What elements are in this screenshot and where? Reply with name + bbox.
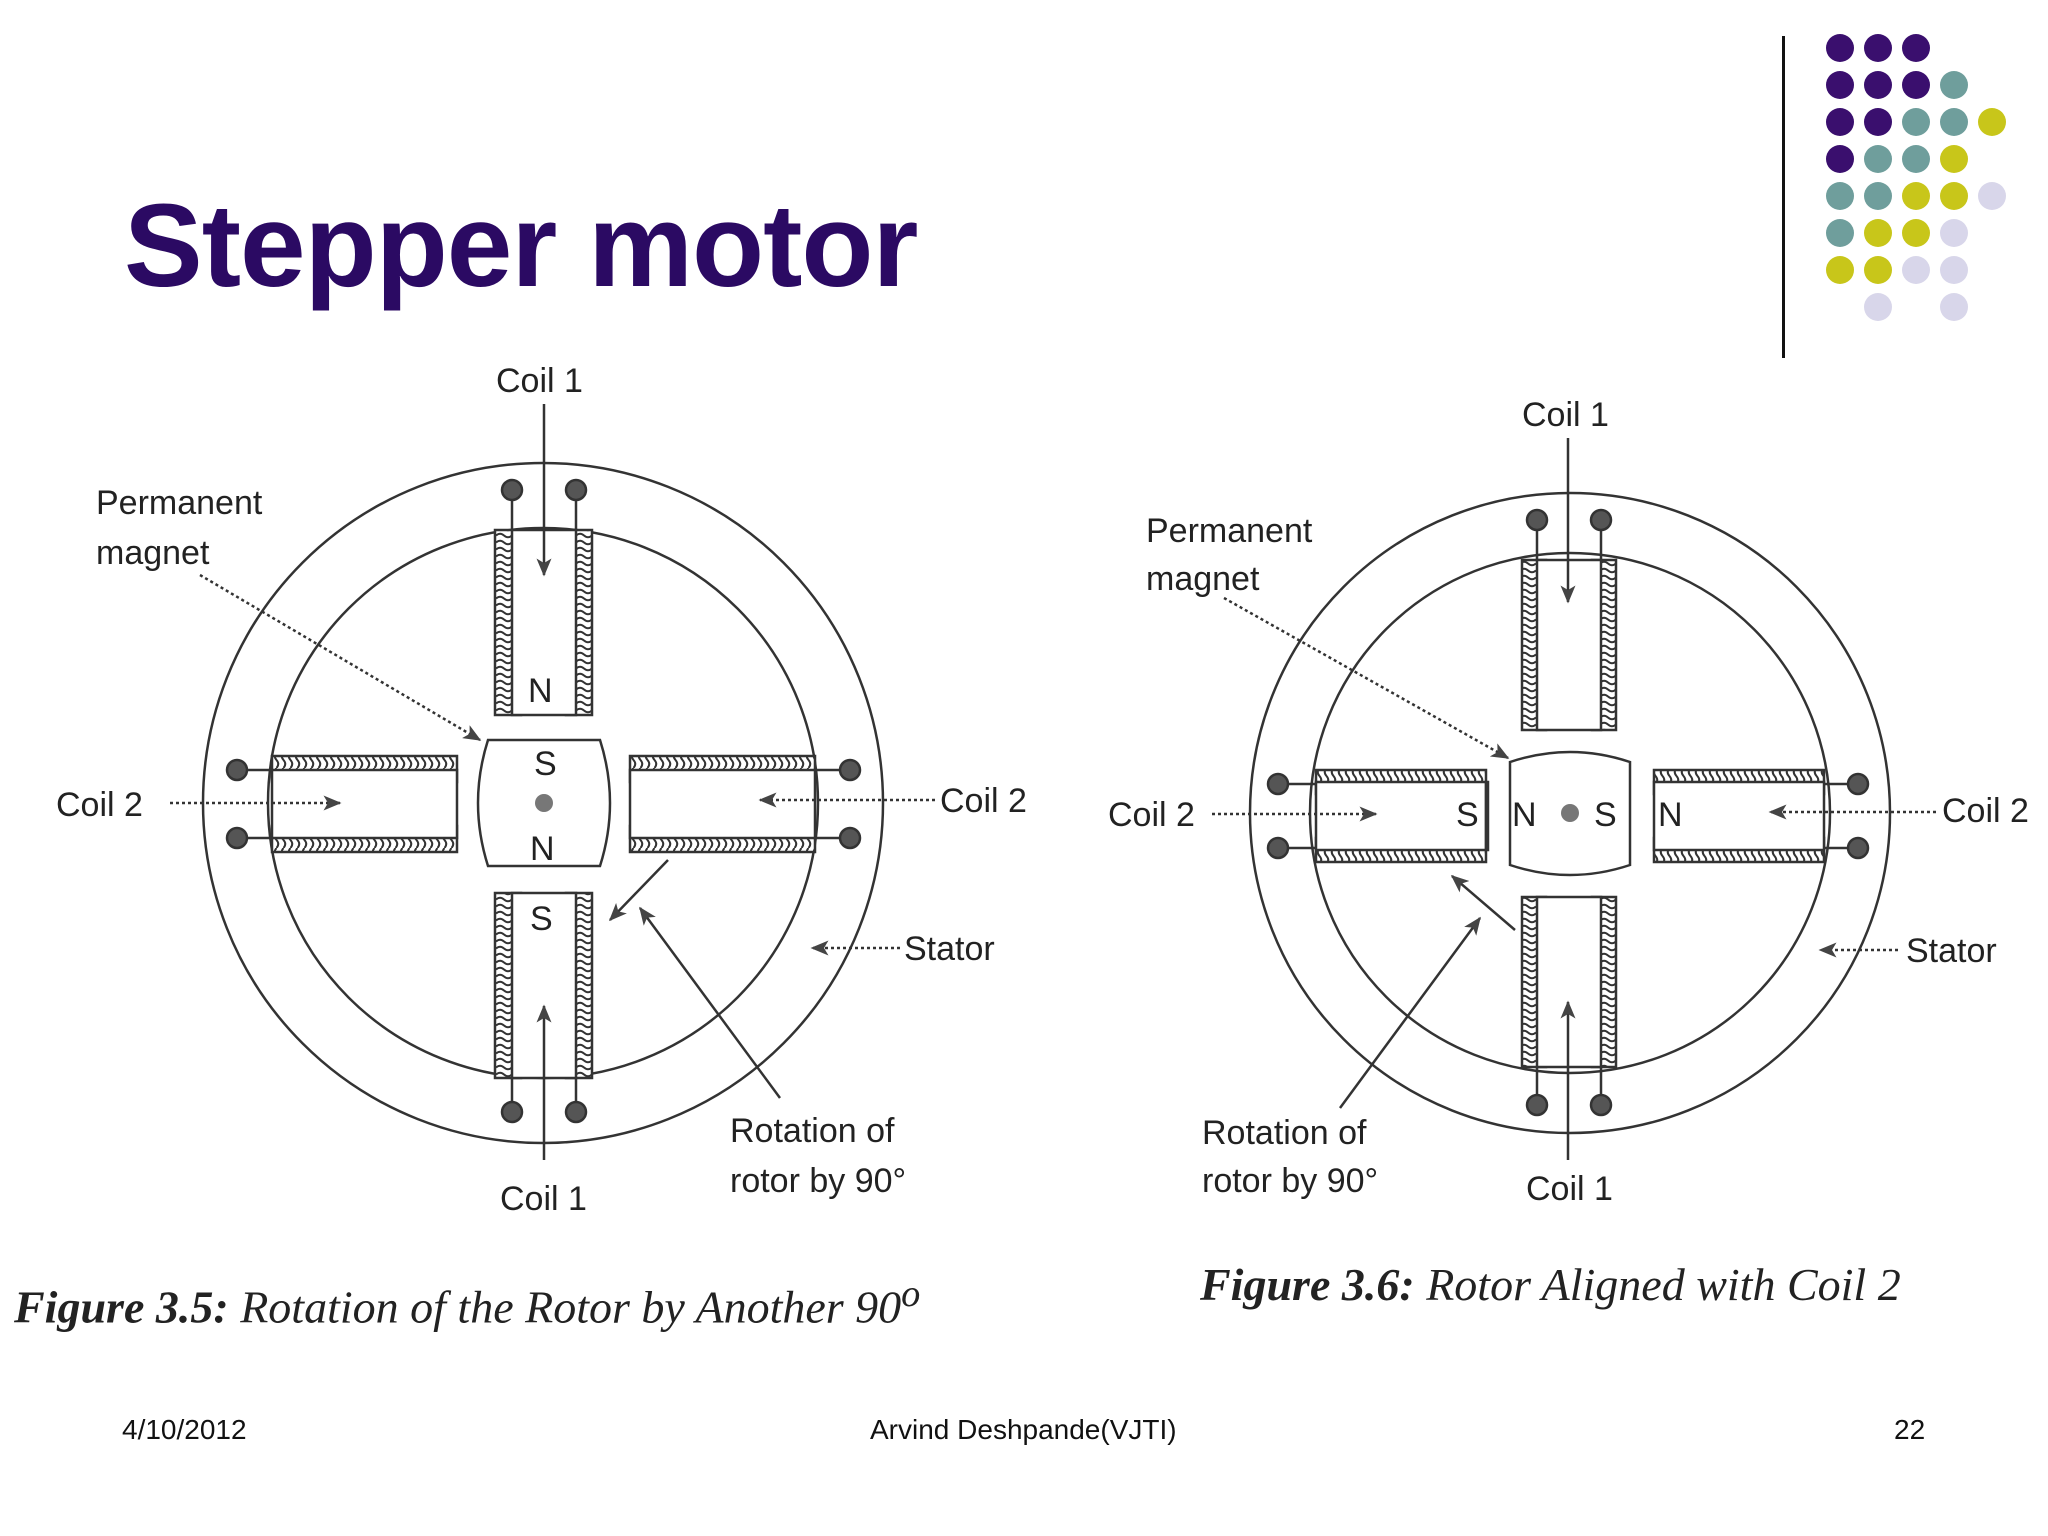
footer-page-number: 22 [1894, 1414, 1926, 1445]
decorative-dot [1902, 108, 1930, 136]
right-coil [628, 754, 862, 854]
figure-3-5-caption: Figure 3.5: Rotation of the Rotor by Ano… [14, 1272, 920, 1333]
rotor-pole-bottom: N [530, 830, 555, 868]
decorative-dot [1902, 182, 1930, 210]
rotor-pole-top: S [534, 745, 557, 783]
label-permanent: Permanent [96, 484, 263, 522]
label-coil1-top: Coil 1 [1522, 396, 1609, 434]
decorative-dot [1864, 145, 1892, 173]
decorative-dot [1826, 145, 1854, 173]
decorative-dot [1864, 293, 1892, 321]
left-coil [1266, 768, 1490, 864]
pole-left-coil: S [1456, 796, 1479, 834]
decorative-dot [1902, 71, 1930, 99]
decorative-dot [1940, 71, 1968, 99]
decorative-dot [1864, 182, 1892, 210]
footer-author: Arvind Deshpande(VJTI) [870, 1414, 1177, 1445]
figure-3-5 [170, 404, 935, 1160]
label-rotation-angle: rotor by 90° [730, 1162, 906, 1200]
caption-text: Rotor Aligned with Coil 2 [1426, 1259, 1901, 1310]
caption-prefix: Figure 3.5: [14, 1281, 229, 1333]
decorative-dot [1940, 145, 1968, 173]
right-coil [1652, 768, 1870, 864]
rotor-shaft [535, 794, 553, 812]
label-rotation: Rotation of [730, 1112, 895, 1150]
decorative-dot [1902, 219, 1930, 247]
decorative-dot [1826, 182, 1854, 210]
decorative-dot [1940, 108, 1968, 136]
rotor-pole-left: N [1512, 796, 1537, 834]
label-coil2-right: Coil 2 [940, 782, 1027, 820]
slide-title: Stepper motor [124, 180, 918, 312]
decorative-dot [1978, 182, 2006, 210]
decorative-dot [1864, 34, 1892, 62]
label-rotation-angle: rotor by 90° [1202, 1162, 1378, 1200]
label-magnet: magnet [96, 534, 210, 572]
label-coil2-left: Coil 2 [1108, 796, 1195, 834]
pole-right-coil: N [1658, 796, 1683, 834]
label-coil1-top: Coil 1 [496, 362, 583, 400]
pole-top-coil: N [528, 672, 553, 710]
decorative-dot [1826, 71, 1854, 99]
label-rotation: Rotation of [1202, 1114, 1367, 1152]
decorative-dot [1940, 256, 1968, 284]
label-coil1-bottom: Coil 1 [500, 1180, 587, 1218]
decorative-dot-grid [1826, 34, 2006, 321]
decorative-dot [1902, 256, 1930, 284]
label-magnet: magnet [1146, 560, 1260, 598]
figure-3-5-labels: Coil 1 Coil 1 Coil 2 Coil 2 Permanent ma… [56, 362, 1027, 1218]
decorative-dot [1826, 256, 1854, 284]
decorative-dot [1940, 182, 1968, 210]
rotor-pole-right: S [1594, 796, 1617, 834]
decorative-dot [1826, 219, 1854, 247]
decorative-dot [1978, 108, 2006, 136]
decorative-dot [1826, 34, 1854, 62]
decorative-dot [1864, 71, 1892, 99]
rotor-shaft [1561, 804, 1579, 822]
decorative-dot [1864, 219, 1892, 247]
footer-date: 4/10/2012 [122, 1414, 247, 1445]
label-coil2-right: Coil 2 [1942, 792, 2029, 830]
decorative-dot [1864, 256, 1892, 284]
label-stator: Stator [904, 930, 995, 968]
decorative-dot [1902, 145, 1930, 173]
bottom-coil [493, 891, 594, 1124]
label-coil1-bottom: Coil 1 [1526, 1170, 1613, 1208]
figure-3-6-labels: Coil 1 Coil 1 Coil 2 Coil 2 Permanent ma… [1108, 396, 2029, 1208]
label-permanent: Permanent [1146, 512, 1313, 550]
caption-text: Rotation of the Rotor by Another 90 [240, 1281, 902, 1333]
caption-prefix: Figure 3.6: [1200, 1259, 1415, 1310]
figure-3-6-caption: Figure 3.6: Rotor Aligned with Coil 2 [1200, 1258, 1901, 1311]
label-stator: Stator [1906, 932, 1997, 970]
decorative-dot [1864, 108, 1892, 136]
decorative-dot [1826, 108, 1854, 136]
caption-degree-sup: o [901, 1273, 921, 1315]
pole-bottom-coil: S [530, 900, 553, 938]
title-divider-line [1782, 36, 1785, 358]
decorative-dot [1902, 34, 1930, 62]
figure-3-6 [1212, 438, 1936, 1160]
decorative-dot [1940, 293, 1968, 321]
label-coil2-left: Coil 2 [56, 786, 143, 824]
decorative-dot [1940, 219, 1968, 247]
